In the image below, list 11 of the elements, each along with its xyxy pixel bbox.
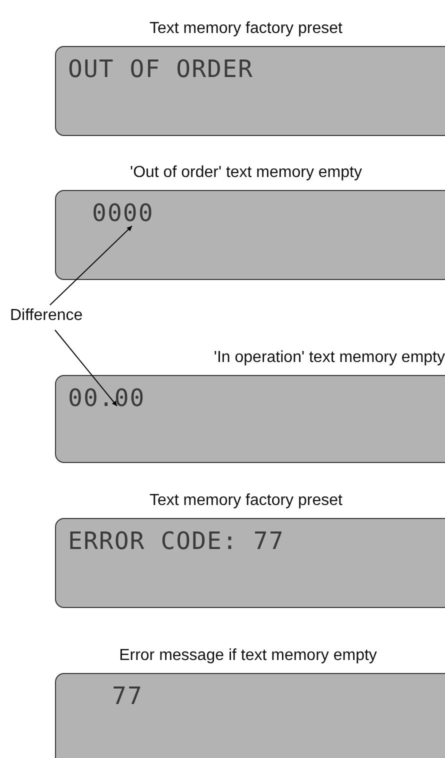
- display-caption: Error message if text memory empty: [118, 647, 378, 665]
- display-caption: Text memory factory preset: [148, 492, 344, 510]
- arrow: [50, 226, 132, 306]
- display-caption: 'Out of order' text memory empty: [129, 164, 363, 182]
- display-text: 77: [112, 682, 143, 710]
- display-caption: 'In operation' text memory empty: [212, 349, 445, 367]
- display-caption: Text memory factory preset: [148, 20, 344, 38]
- callout-label: Difference: [10, 307, 83, 325]
- display-text: ERROR CODE: 77: [68, 527, 284, 555]
- display-text: 0000: [92, 199, 154, 227]
- display-text: OUT OF ORDER: [68, 55, 254, 83]
